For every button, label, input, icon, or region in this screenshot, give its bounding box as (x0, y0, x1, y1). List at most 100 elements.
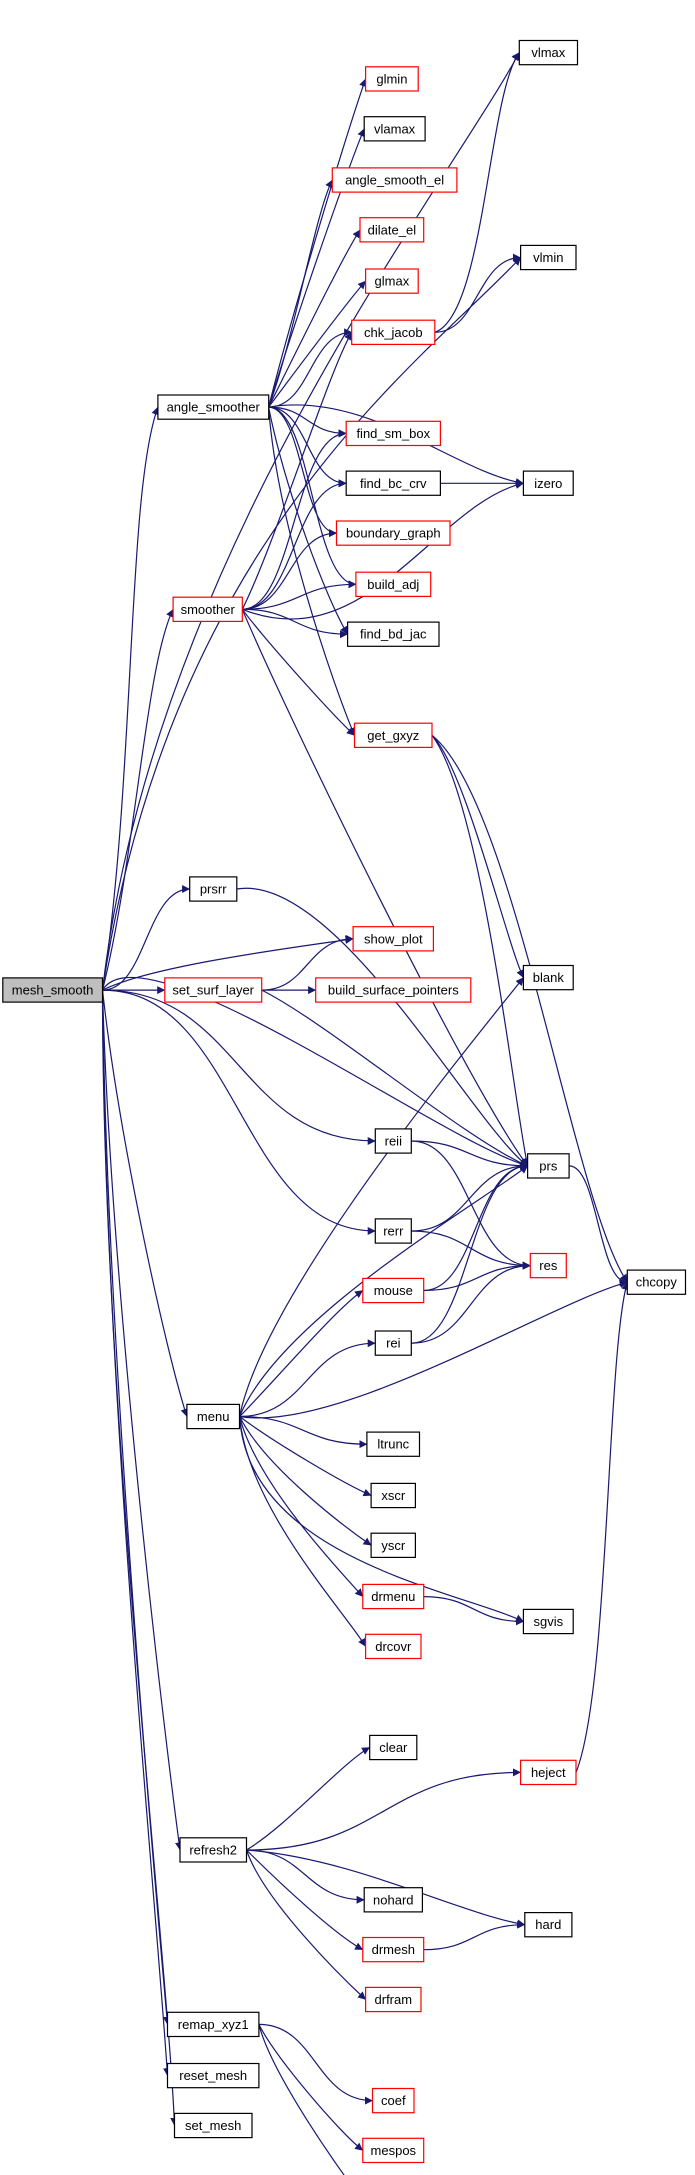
edge-set-surf-layer-to-prs (261, 989, 528, 1167)
node-label: sgvis (533, 1614, 563, 1629)
node-label: show_plot (364, 931, 423, 946)
node-ltrunc[interactable]: ltrunc (366, 1431, 421, 1457)
node-remap-xyz1[interactable]: remap_xyz1 (166, 2011, 260, 2038)
node-label: boundary_graph (346, 526, 441, 541)
node-mouse[interactable]: mouse (362, 1277, 425, 1304)
node-coef[interactable]: coef (371, 2087, 415, 2114)
node-box (374, 1330, 412, 1356)
node-box (345, 470, 442, 496)
node-vlmax[interactable]: vlmax (518, 39, 579, 66)
node-label: mespos (371, 2143, 417, 2158)
node-box (363, 116, 426, 142)
node-heject[interactable]: heject (519, 1759, 577, 1786)
node-drcovr[interactable]: drcovr (365, 1633, 422, 1660)
node-mesh-smooth[interactable]: mesh_smooth (2, 977, 104, 1003)
edge-angle-smoother-to-glmin (268, 78, 367, 408)
node-box (518, 39, 579, 66)
node-box (365, 1633, 422, 1660)
node-label: drmesh (372, 1942, 415, 1957)
node-xscr[interactable]: xscr (370, 1482, 417, 1509)
node-yscr[interactable]: yscr (370, 1532, 417, 1558)
node-hard[interactable]: hard (524, 1911, 573, 1938)
node-drmenu[interactable]: drmenu (362, 1583, 425, 1610)
node-box (374, 1218, 412, 1244)
node-sgvis[interactable]: sgvis (522, 1608, 574, 1635)
node-label: smoother (181, 602, 236, 617)
edge-refresh2-to-clear (246, 1746, 371, 1851)
node-label: reset_mesh (179, 2068, 247, 2083)
node-drmesh[interactable]: drmesh (362, 1936, 425, 1963)
node-label: xscr (381, 1488, 406, 1503)
edge-drmenu-to-sgvis (423, 1596, 524, 1626)
node-build-surface-pointers[interactable]: build_surface_pointers (315, 977, 472, 1003)
edge-angle-smoother-to-dilate-el (268, 229, 361, 408)
edge-angle-smoother-to-chk-jacob (268, 328, 353, 408)
node-rei[interactable]: rei (374, 1330, 412, 1356)
node-prs[interactable]: prs (526, 1153, 570, 1179)
node-clear[interactable]: clear (369, 1734, 418, 1761)
node-label: nohard (373, 1892, 413, 1907)
node-label: angle_smooth_el (345, 173, 444, 188)
edge-rei-to-prs (411, 1161, 528, 1344)
node-angle-smoother[interactable]: angle_smoother (157, 394, 270, 420)
node-menu[interactable]: menu (186, 1403, 241, 1430)
node-box (355, 571, 432, 598)
node-reii[interactable]: reii (374, 1128, 412, 1154)
node-res[interactable]: res (529, 1252, 567, 1279)
node-build-adj[interactable]: build_adj (355, 571, 432, 598)
node-box (626, 1269, 687, 1295)
node-get-gxyz[interactable]: get_gxyz (353, 722, 433, 749)
node-reset-mesh[interactable]: reset_mesh (166, 2062, 260, 2089)
node-blank[interactable]: blank (522, 964, 574, 991)
node-show-plot[interactable]: show_plot (352, 926, 435, 952)
node-izero[interactable]: izero (522, 470, 574, 496)
node-find-bc-crv[interactable]: find_bc_crv (345, 470, 442, 496)
node-refresh2[interactable]: refresh2 (179, 1837, 248, 1863)
node-box (359, 217, 425, 243)
edge-smoother-to-chk-jacob (241, 331, 353, 610)
node-nohard[interactable]: nohard (363, 1887, 424, 1913)
edge-refresh2-to-heject (246, 1768, 521, 1851)
node-vlmin[interactable]: vlmin (519, 244, 577, 271)
edge-chk-jacob-to-vlmax (434, 52, 520, 333)
node-smoother[interactable]: smoother (172, 596, 243, 623)
edge-smoother-to-find-bc-crv (242, 479, 347, 610)
node-label: drfram (375, 1992, 413, 2007)
node-box (345, 420, 442, 447)
node-prsrr[interactable]: prsrr (189, 876, 238, 902)
node-label: refresh2 (189, 1843, 237, 1858)
node-glmax[interactable]: glmax (365, 268, 419, 294)
node-rerr[interactable]: rerr (374, 1218, 412, 1244)
edge-get-gxyz-to-prs (431, 734, 530, 1167)
node-chk-jacob[interactable]: chk_jacob (351, 319, 436, 346)
node-box (179, 1837, 248, 1863)
node-vlamax[interactable]: vlamax (363, 116, 426, 142)
node-label: prs (539, 1158, 558, 1173)
node-label: find_bc_crv (360, 476, 427, 491)
node-label: set_surf_layer (172, 983, 254, 998)
edge-chk-jacob-to-vlmin (434, 253, 521, 333)
node-chcopy[interactable]: chcopy (626, 1269, 687, 1295)
node-mespos[interactable]: mespos (362, 2137, 425, 2164)
node-find-sm-box[interactable]: find_sm_box (345, 420, 442, 447)
node-boundary-graph[interactable]: boundary_graph (335, 520, 451, 546)
node-label: vlmax (531, 45, 565, 60)
node-set-surf-layer[interactable]: set_surf_layer (164, 977, 263, 1003)
edge-heject-to-chcopy (575, 1281, 630, 1773)
node-drfram[interactable]: drfram (365, 1986, 422, 2013)
edge-rerr-to-prs (411, 1161, 528, 1232)
node-box (157, 394, 270, 420)
node-label: angle_smoother (167, 400, 261, 415)
node-glmin[interactable]: glmin (365, 66, 419, 92)
node-dilate-el[interactable]: dilate_el (359, 217, 425, 243)
nodes-layer: mesh_smooth vlmax glmin vlamax angle_smooth_… (2, 39, 687, 2164)
node-set-mesh[interactable]: set_mesh (173, 2112, 253, 2139)
node-box (519, 1759, 577, 1786)
node-angle-smooth-el[interactable]: angle_smooth_el (331, 167, 458, 193)
edge-refresh2-to-nohard (246, 1849, 365, 1904)
edge-mesh-smooth-to-reii (102, 989, 376, 1145)
edge-reii-to-res (411, 1140, 531, 1270)
node-find-bd-jac[interactable]: find_bd_jac (347, 621, 440, 647)
edge-mouse-to-prs (423, 1161, 528, 1292)
edge-smoother-to-get-gxyz (241, 608, 355, 736)
